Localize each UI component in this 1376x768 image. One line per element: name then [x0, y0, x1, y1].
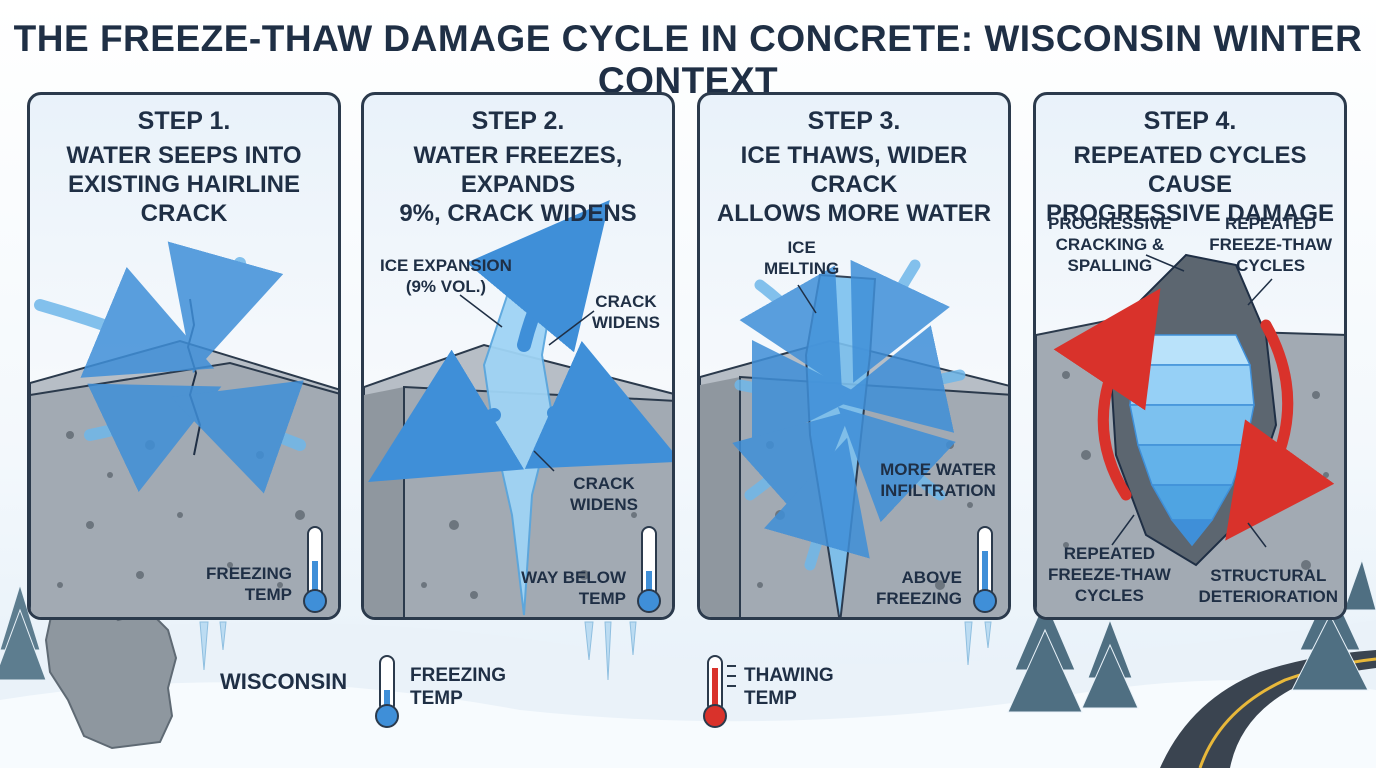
step-4-label: STEP 4.: [1143, 107, 1237, 135]
step-3-illustration: [700, 259, 1008, 617]
ice-expansion-callout: ICE EXPANSION(9% VOL.): [380, 256, 512, 296]
step-4-illustration: [1036, 253, 1344, 617]
wisconsin-label: WISCONSIN: [220, 669, 348, 694]
thermometer-mild-icon: [973, 526, 997, 613]
thermometer-cold-icon: [303, 526, 327, 613]
step-2-label: STEP 2.: [471, 107, 565, 135]
thermometer-warm-icon: [703, 655, 736, 728]
step-2-illustration: [364, 199, 672, 617]
step-1-illustration: [30, 241, 338, 617]
step-1-label: STEP 1.: [137, 107, 231, 135]
thermometer-cold-icon: [637, 526, 661, 613]
page-title: THE FREEZE-THAW DAMAGE CYCLE IN CONCRETE…: [13, 18, 1363, 101]
thermometer-cold-icon: [375, 655, 399, 728]
step-3-label: STEP 3.: [807, 107, 901, 135]
